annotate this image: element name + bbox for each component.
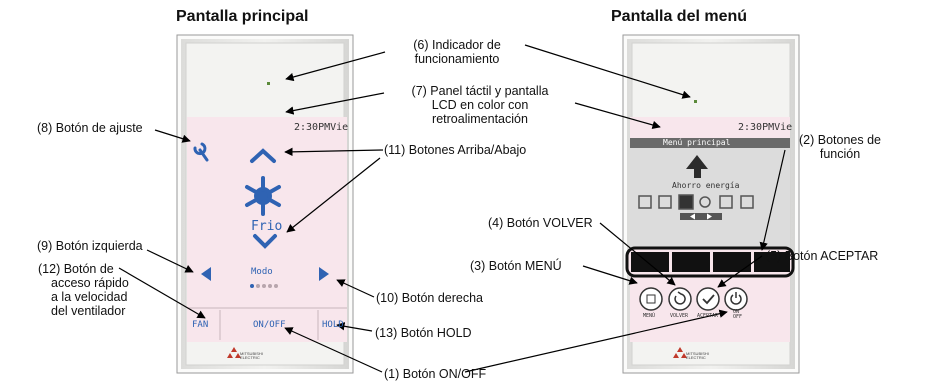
callout-12-line2: acceso rápido (51, 276, 129, 290)
aceptar-button-label[interactable]: ACEPTAR (697, 313, 719, 319)
function-icons-row (638, 194, 754, 210)
callout-7-line3: retroalimentación (432, 112, 528, 126)
menu-remote-device (622, 34, 800, 374)
main-clock: 2:30PMVie (294, 122, 349, 133)
onoff-button-label[interactable]: ON OFF (733, 310, 742, 320)
back-icon (674, 291, 686, 305)
menu-round-button (639, 287, 663, 311)
aceptar-round-button (696, 287, 720, 311)
hold-button[interactable]: HOLD (322, 320, 344, 330)
onoff-label-on: ON (733, 309, 740, 315)
callout-8: (8) Botón de ajuste (37, 121, 143, 135)
callout-6-line2: funcionamiento (414, 52, 500, 66)
callout-2-line1: (2) Botones de (799, 133, 881, 147)
volver-round-button (668, 287, 692, 311)
callout-10: (10) Botón derecha (376, 291, 484, 305)
callout-6-line1: (6) Indicador de (413, 38, 501, 52)
callout-7: (7) Panel táctil y pantalla LCD en color… (385, 84, 575, 126)
leader-lines (118, 44, 786, 373)
right-arrow-icon (319, 267, 329, 281)
onoff-button[interactable]: ON/OFF (253, 320, 286, 330)
up-chevron-icon (250, 148, 276, 163)
callout-12-line4: del ventilador (51, 304, 126, 318)
callout-12-line1: (12) Botón de (38, 262, 114, 276)
menu-item-text: Ahorro energía (672, 181, 740, 190)
volver-button-label[interactable]: VOLVER (670, 313, 689, 319)
brand-line2-b: ELECTRIC (686, 355, 706, 360)
snowflake-icon (245, 176, 281, 216)
title-main-screen: Pantalla principal (176, 8, 309, 25)
mode-text: Frio (251, 219, 283, 234)
check-icon (702, 294, 715, 305)
menu-icon (646, 294, 656, 304)
callout-2: (2) Botones de función (790, 133, 890, 161)
main-brand: MITSUBISHI ELECTRIC (240, 352, 263, 360)
brand-line1: MITSUBISHI (240, 351, 263, 356)
callout-1: (1) Botón ON/OFF (384, 367, 487, 381)
menu-header: Menú principal (663, 138, 731, 147)
callout-4: (4) Botón VOLVER (488, 216, 593, 230)
function-button-2 (672, 252, 710, 272)
onoff-round-button (724, 287, 748, 311)
brand-line1-b: MITSUBISHI (686, 351, 709, 356)
down-chevron-icon (253, 234, 277, 249)
function-button-4 (754, 252, 790, 272)
function-button-3 (713, 252, 751, 272)
function-button-1 (631, 252, 669, 272)
callout-7-line1: (7) Panel táctil y pantalla (411, 84, 549, 98)
mitsubishi-logo-icon (227, 347, 241, 358)
mitsubishi-logo-icon-2 (673, 347, 687, 358)
menu-button-label[interactable]: MENÚ (643, 313, 656, 319)
menu-operation-led (694, 100, 697, 103)
title-menu-screen: Pantalla del menú (611, 8, 748, 25)
callout-11: (11) Botones Arriba/Abajo (384, 143, 527, 157)
brand-line2: ELECTRIC (240, 355, 260, 360)
callout-6: (6) Indicador de funcionamiento (388, 38, 526, 66)
callout-12-line3: a la velocidad (51, 290, 128, 304)
callout-12: (12) Botón de acceso rápido a la velocid… (38, 262, 160, 318)
left-arrow-icon (201, 267, 211, 281)
callout-7-line2: LCD en color con (431, 98, 529, 112)
power-icon (730, 292, 742, 305)
onoff-label-off: OFF (733, 314, 743, 320)
callout-13: (13) Botón HOLD (375, 326, 472, 340)
fan-button[interactable]: FAN (192, 320, 209, 330)
callout-5: (5) Botón ACEPTAR (766, 249, 879, 263)
wrench-icon (193, 142, 209, 162)
main-operation-led (267, 82, 270, 85)
callout-3: (3) Botón MENÚ (470, 259, 562, 273)
menu-brand: MITSUBISHI ELECTRIC (686, 352, 709, 360)
callout-2-line2: función (819, 147, 861, 161)
main-remote-device (176, 34, 354, 374)
energy-saving-icon (686, 155, 708, 178)
menu-clock: 2:30PMVie (738, 122, 793, 133)
page-dots (250, 284, 278, 288)
mode-label: Modo (251, 267, 273, 277)
callout-9: (9) Botón izquierda (37, 239, 143, 253)
